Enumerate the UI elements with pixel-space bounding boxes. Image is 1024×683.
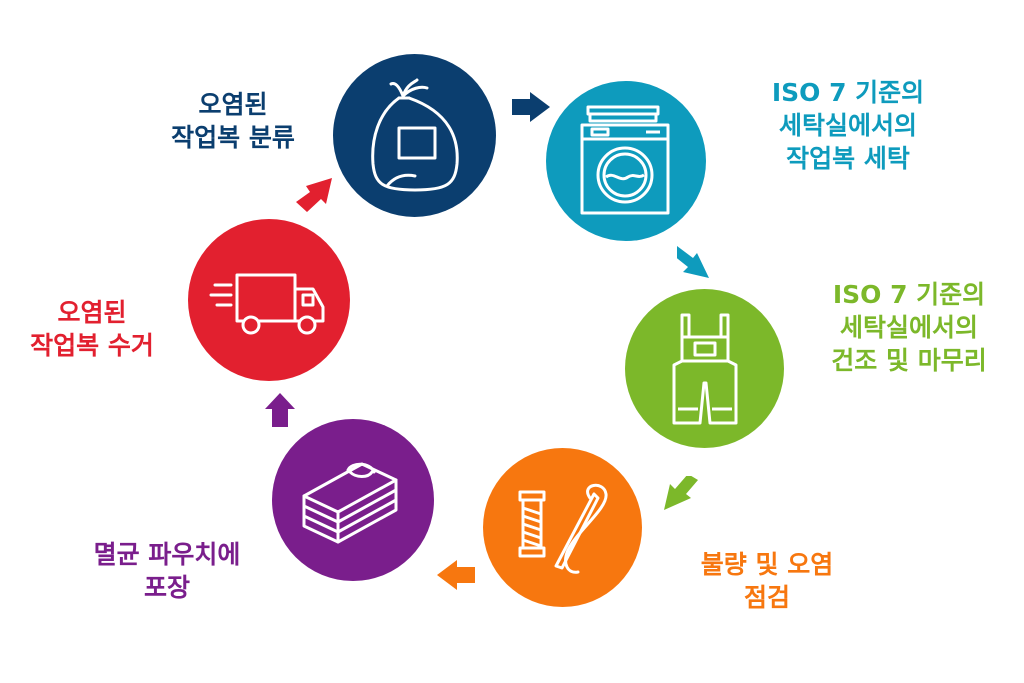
step-inspect-label: 불량 및 오염 점검	[700, 550, 834, 612]
step-pack-circle	[272, 419, 434, 581]
arrow-up-right-icon	[296, 178, 332, 212]
arrow-left-icon	[437, 560, 475, 590]
thread-needle-icon	[518, 483, 607, 574]
step-pack-label: 멸균 파우치에 포장	[93, 540, 241, 602]
step-collect-circle	[188, 219, 350, 381]
step-wash-circle	[546, 81, 706, 241]
overalls-icon	[672, 313, 737, 424]
delivery-truck-icon	[209, 273, 325, 335]
washing-machine-icon	[580, 105, 670, 215]
step-dry-circle	[625, 289, 784, 448]
arrow-up-icon	[265, 393, 295, 427]
step-sort-circle	[333, 54, 496, 217]
arrow-down-left-icon	[664, 476, 698, 510]
step-sort-label: 오염된 작업복 분류	[171, 90, 295, 152]
step-wash-label: ISO 7 기준의 세탁실에서의 작업복 세탁	[771, 78, 925, 173]
laundry-bag-icon	[370, 78, 459, 191]
step-inspect-circle	[483, 448, 642, 607]
step-dry-label: ISO 7 기준의 세탁실에서의 건조 및 마무리	[831, 280, 987, 375]
arrow-down-icon	[677, 246, 709, 278]
folded-clothes-icon	[302, 462, 398, 544]
arrow-right-icon	[512, 92, 550, 122]
step-collect-label: 오염된 작업복 수거	[30, 298, 154, 360]
